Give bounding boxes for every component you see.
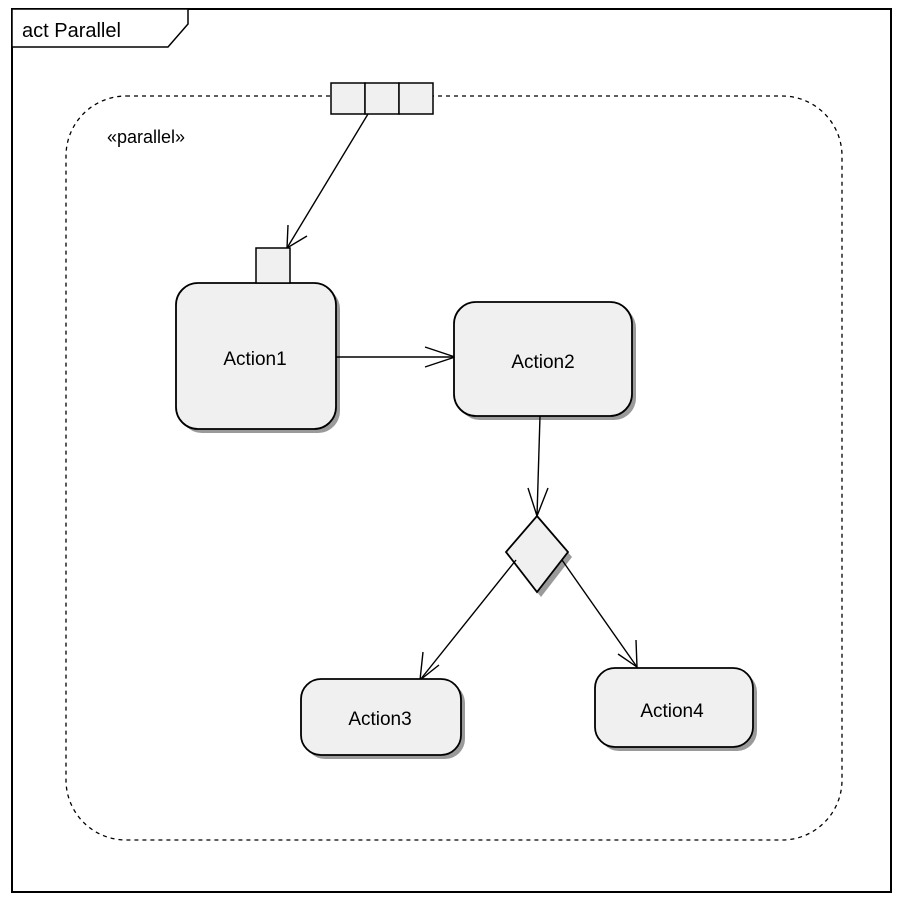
input-pin-box-1	[330, 82, 366, 115]
frame-title: act Parallel	[22, 20, 121, 42]
region-stereotype: «parallel»	[107, 127, 185, 147]
action2-label: Action2	[511, 352, 574, 373]
input-collection-pin[interactable]	[330, 82, 434, 115]
expansion-region[interactable]	[65, 95, 843, 841]
frame-title-tab	[11, 8, 189, 48]
action3-label: Action3	[348, 709, 411, 730]
input-pin-box-3	[398, 82, 434, 115]
action4-label: Action4	[640, 701, 704, 722]
edge-decision-to-action4[interactable]	[561, 559, 638, 669]
action1-input-pin[interactable]	[255, 247, 291, 284]
action-node-4[interactable]: Action4	[594, 667, 757, 751]
action-node-3[interactable]: Action3	[300, 678, 465, 759]
action-node-2[interactable]: Action2	[453, 301, 636, 420]
action1-label: Action1	[223, 349, 286, 370]
decision-node[interactable]	[504, 514, 572, 597]
action-node-1[interactable]: Action1	[175, 282, 340, 433]
input-pin-box-2	[364, 82, 400, 115]
